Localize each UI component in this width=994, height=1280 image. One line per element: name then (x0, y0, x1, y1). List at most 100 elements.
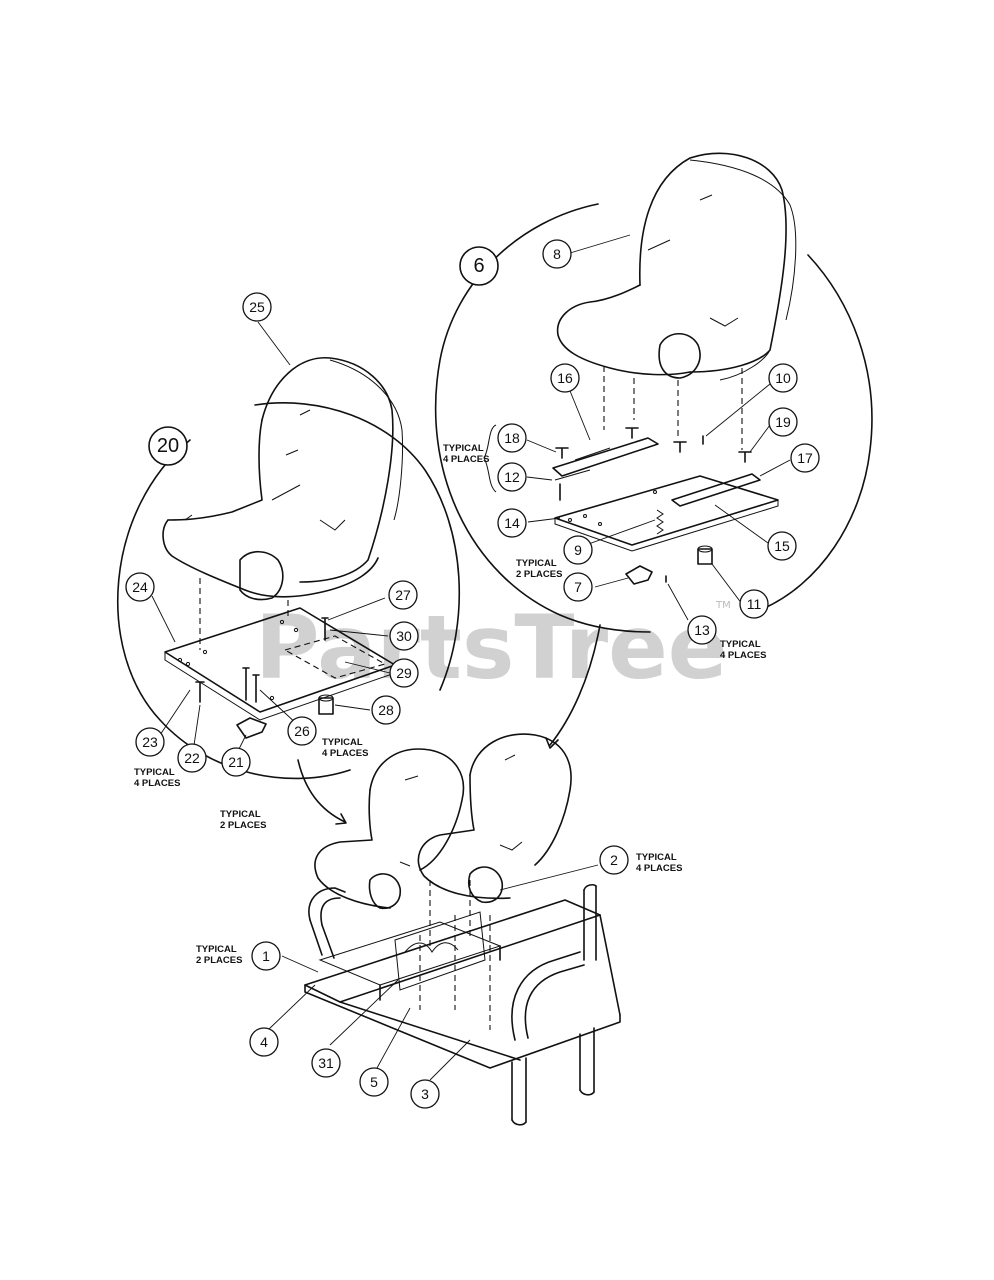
svg-text:4 PLACES: 4 PLACES (134, 778, 180, 789)
svg-text:23: 23 (142, 734, 158, 750)
callout-12[interactable]: 12 (497, 462, 527, 492)
svg-text:8: 8 (553, 246, 561, 262)
seat-8 (556, 152, 797, 381)
callout-31[interactable]: 31 (311, 1048, 341, 1078)
svg-text:2 PLACES: 2 PLACES (516, 569, 562, 580)
svg-text:4 PLACES: 4 PLACES (322, 748, 368, 759)
svg-text:TYPICAL: TYPICAL (443, 443, 484, 454)
svg-text:20: 20 (157, 435, 179, 457)
callout-23[interactable]: 23 (135, 727, 165, 757)
bumper-11 (697, 545, 713, 565)
svg-text:TYPICAL: TYPICAL (636, 852, 677, 863)
callout-7[interactable]: 7 (563, 572, 593, 602)
callout-8[interactable]: 8 (542, 239, 572, 269)
detail-view-6 (434, 152, 873, 633)
svg-text:4 PLACES: 4 PLACES (443, 454, 489, 465)
callout-14[interactable]: 14 (497, 508, 527, 538)
svg-text:11: 11 (747, 596, 762, 612)
note-typical-4-places-right-detail: TYPICAL 4 PLACES (720, 639, 766, 661)
slide-rail-16 (552, 437, 659, 477)
note-typical-4-places-left-detail: TYPICAL 4 PLACES (322, 737, 368, 759)
note-typical-2-places-right-detail: TYPICAL 2 PLACES (516, 558, 562, 580)
callout-28[interactable]: 28 (371, 695, 401, 725)
note-typical-4-places-callout-2: TYPICAL 4 PLACES (636, 852, 682, 874)
svg-text:TYPICAL: TYPICAL (196, 944, 237, 955)
callout-30[interactable]: 30 (389, 621, 419, 651)
svg-text:24: 24 (132, 579, 148, 595)
note-typical-4-places-left-bottom: TYPICAL 4 PLACES (134, 767, 180, 789)
svg-text:TYPICAL: TYPICAL (134, 767, 175, 778)
callout-13[interactable]: 13 (687, 615, 717, 645)
screw-26a (242, 667, 250, 701)
callout-20[interactable]: 20 (148, 426, 188, 466)
svg-text:2 PLACES: 2 PLACES (196, 955, 242, 966)
svg-text:21: 21 (228, 754, 244, 770)
callout-11[interactable]: 11 (739, 589, 769, 619)
callout-27[interactable]: 27 (388, 580, 418, 610)
callout-6[interactable]: 6 (459, 246, 499, 286)
callout-21[interactable]: 21 (221, 747, 251, 777)
svg-text:25: 25 (249, 299, 265, 315)
spring-9 (656, 509, 664, 535)
svg-text:10: 10 (775, 370, 791, 386)
callout-15[interactable]: 15 (767, 531, 797, 561)
callout-2[interactable]: 2 (599, 845, 629, 875)
svg-text:29: 29 (396, 665, 412, 681)
svg-text:TYPICAL: TYPICAL (220, 809, 261, 820)
bumper-28 (318, 694, 334, 715)
svg-text:TYPICAL: TYPICAL (516, 558, 557, 569)
arrow-from-6 (549, 624, 601, 746)
svg-text:19: 19 (775, 414, 791, 430)
svg-text:7: 7 (574, 579, 582, 595)
svg-text:12: 12 (504, 469, 520, 485)
callout-9[interactable]: 9 (563, 535, 593, 565)
screw-22 (195, 681, 205, 703)
svg-text:TYPICAL: TYPICAL (720, 639, 761, 650)
svg-text:15: 15 (774, 538, 790, 554)
seat-plate-14 (554, 475, 779, 552)
callout-24[interactable]: 24 (125, 572, 155, 602)
callout-5[interactable]: 5 (359, 1067, 389, 1097)
bolt-27 (321, 617, 329, 641)
watermark-trademark: TM (715, 600, 731, 611)
callout-4[interactable]: 4 (249, 1027, 279, 1057)
svg-text:14: 14 (504, 515, 520, 531)
callout-19[interactable]: 19 (768, 407, 798, 437)
callout-3[interactable]: 3 (410, 1079, 440, 1109)
svg-text:26: 26 (294, 723, 310, 739)
svg-text:27: 27 (395, 587, 411, 603)
callout-1[interactable]: 1 (251, 941, 281, 971)
callout-17[interactable]: 17 (790, 443, 820, 473)
callout-25[interactable]: 25 (242, 292, 272, 322)
svg-text:5: 5 (370, 1074, 378, 1090)
svg-text:4 PLACES: 4 PLACES (636, 863, 682, 874)
note-typical-2-places-callout-1: TYPICAL 2 PLACES (196, 944, 242, 966)
watermark-text: PartsTree (255, 596, 727, 699)
screw-26b (252, 674, 260, 703)
svg-text:17: 17 (797, 450, 813, 466)
callout-22[interactable]: 22 (177, 743, 207, 773)
callout-10[interactable]: 10 (768, 363, 798, 393)
note-typical-2-places-bracket-21: TYPICAL 2 PLACES (220, 809, 266, 831)
svg-text:18: 18 (504, 430, 520, 446)
svg-text:1: 1 (262, 948, 270, 964)
arrow-from-20 (297, 759, 346, 823)
svg-text:9: 9 (574, 542, 582, 558)
svg-text:3: 3 (421, 1086, 429, 1102)
detail-circle-20-arc-right (254, 402, 461, 691)
note-typical-4-places-left-bracket: TYPICAL 4 PLACES (443, 424, 497, 493)
callout-18[interactable]: 18 (497, 423, 527, 453)
bracket-21 (236, 717, 267, 739)
svg-text:16: 16 (557, 370, 573, 386)
svg-text:28: 28 (378, 702, 394, 718)
svg-text:13: 13 (694, 622, 710, 638)
callout-16[interactable]: 16 (550, 363, 580, 393)
seat-25 (162, 357, 404, 601)
callout-29[interactable]: 29 (389, 658, 419, 688)
svg-text:30: 30 (396, 628, 412, 644)
bracket-7 (625, 565, 653, 585)
callout-26[interactable]: 26 (287, 716, 317, 746)
svg-text:31: 31 (318, 1055, 334, 1071)
svg-text:TYPICAL: TYPICAL (322, 737, 363, 748)
